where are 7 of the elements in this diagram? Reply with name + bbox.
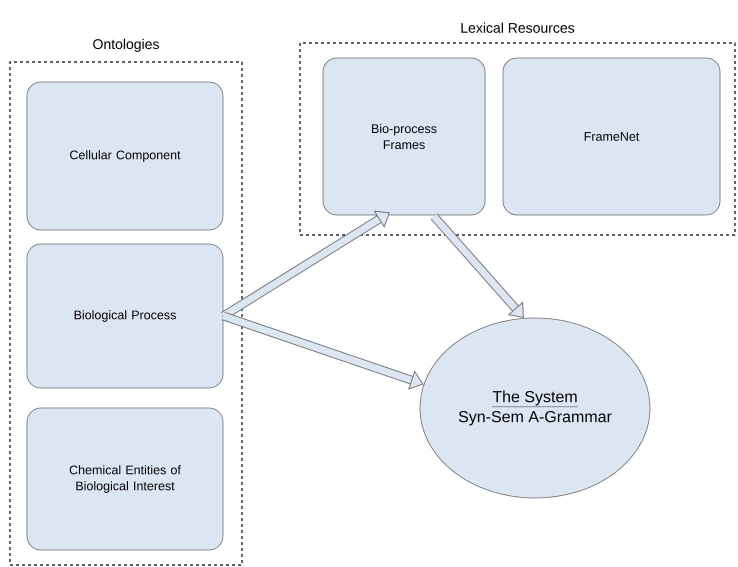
rounded-box: FrameNet <box>502 58 720 216</box>
rounded-box: Biological Process <box>26 244 224 388</box>
node-label: Ontologies <box>93 38 159 52</box>
rounded-box: Cellular Component <box>26 82 224 230</box>
node-label: Lexical Resources <box>461 22 574 33</box>
rounded-box: Chemical Entities of Biological Interest <box>26 408 224 550</box>
rounded-box: Bio-process Frames <box>322 58 486 216</box>
